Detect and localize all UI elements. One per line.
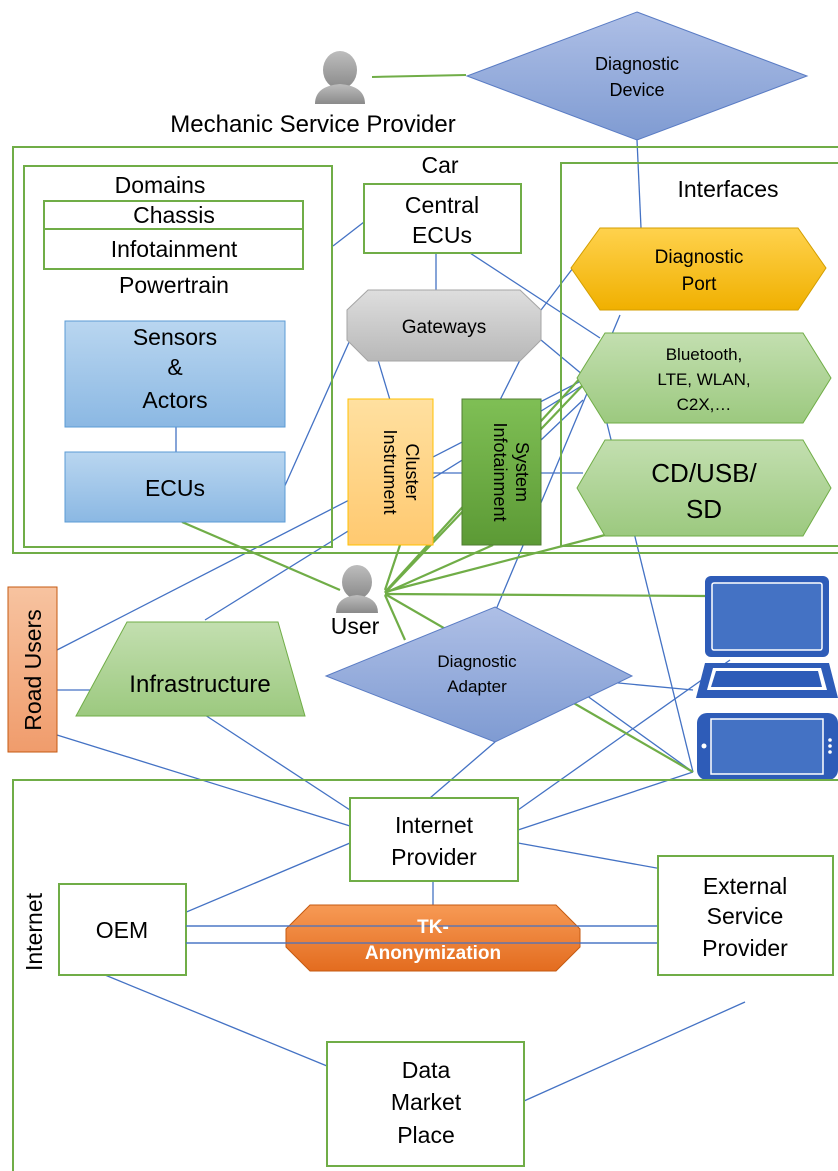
instrument-cluster-label-1: Instrument xyxy=(380,429,400,514)
gateways-label: Gateways xyxy=(402,317,486,338)
ecus-box xyxy=(64,451,286,523)
wireless-label-1: Bluetooth, xyxy=(666,345,743,364)
road-users-box xyxy=(7,586,58,753)
external-label-2: Service xyxy=(707,903,784,929)
diagnostic-adapter-label-2: Adapter xyxy=(447,677,507,696)
external-label-3: Provider xyxy=(702,935,788,961)
interfaces-container xyxy=(560,162,838,547)
central-ecus-label-1: Central xyxy=(405,192,479,218)
data-market-label-1: Data xyxy=(402,1057,451,1083)
data-market-label-2: Market xyxy=(391,1089,462,1115)
internet-label: Internet xyxy=(21,892,47,971)
wireless-interfaces-node xyxy=(576,332,832,424)
internet-provider-label-1: Internet xyxy=(395,812,474,838)
laptop-icon xyxy=(696,576,838,698)
infrastructure-label: Infrastructure xyxy=(129,671,270,698)
chassis-label: Chassis xyxy=(133,202,215,228)
car-container xyxy=(12,146,838,554)
internet-container xyxy=(12,779,838,1171)
sensors-label-1: Sensors xyxy=(133,324,217,350)
tablet-icon xyxy=(697,713,838,780)
powertrain-label: Powertrain xyxy=(119,272,229,298)
data-market-label-3: Place xyxy=(397,1122,455,1148)
instrument-cluster-box xyxy=(347,398,434,546)
oem-box xyxy=(58,883,187,976)
mechanic-service-provider-label: Mechanic Service Provider xyxy=(170,111,455,138)
sensors-actors-box xyxy=(64,320,286,428)
diagnostic-port-label-2: Port xyxy=(682,274,718,295)
domains-label: Domains xyxy=(115,172,206,198)
user-person-icon xyxy=(336,565,378,613)
ecus-label: ECUs xyxy=(145,475,205,501)
instrument-cluster-label-2: Cluster xyxy=(402,443,422,500)
wireless-label-2: LTE, WLAN, xyxy=(657,370,750,389)
interfaces-label: Interfaces xyxy=(678,176,779,202)
infotainment-system-label-2: System xyxy=(512,442,532,502)
tk-anonymization-node xyxy=(285,904,581,972)
diagnostic-adapter-label-1: Diagnostic xyxy=(437,652,517,671)
infotainment-system-box xyxy=(461,398,542,546)
central-ecus-label-2: ECUs xyxy=(412,222,472,248)
infrastructure-node xyxy=(75,621,306,717)
diagnostic-port-label-1: Diagnostic xyxy=(655,247,744,268)
infotainment-domain-label: Infotainment xyxy=(111,236,238,262)
chassis-box xyxy=(43,200,304,230)
cd-usb-sd-label-2: SD xyxy=(686,494,722,524)
data-market-place-box xyxy=(326,1041,525,1167)
sensors-label-2: & xyxy=(167,354,182,380)
external-label-1: External xyxy=(703,873,787,899)
cd-usb-sd-node xyxy=(576,439,832,537)
infotainment-domain-box xyxy=(43,228,304,270)
diagnostic-device-label-1: Diagnostic xyxy=(595,54,679,74)
domains-container xyxy=(23,165,333,548)
diagnostic-device-label-2: Device xyxy=(609,80,664,100)
external-service-provider-box xyxy=(657,855,834,976)
tk-label-2: Anonymization xyxy=(365,943,501,964)
tk-label-1: TK- xyxy=(417,917,449,938)
wireless-label-3: C2X,… xyxy=(677,395,732,414)
internet-provider-label-2: Provider xyxy=(391,844,477,870)
infotainment-system-label-1: Infotainment xyxy=(490,422,510,521)
sensors-label-3: Actors xyxy=(142,387,207,413)
oem-label: OEM xyxy=(96,917,148,943)
user-label: User xyxy=(331,613,380,639)
diagnostic-port-node xyxy=(570,227,827,311)
central-ecus-box xyxy=(363,183,522,254)
internet-provider-box xyxy=(349,797,519,882)
road-users-label: Road Users xyxy=(20,609,46,730)
diagnostic-device-node: Diagnostic Device xyxy=(465,11,809,141)
cd-usb-sd-label-1: CD/USB/ xyxy=(651,458,757,488)
gateways-node xyxy=(346,289,542,362)
mechanic-person-icon xyxy=(315,51,365,104)
car-label: Car xyxy=(421,152,458,178)
diagnostic-adapter-node xyxy=(324,606,634,743)
